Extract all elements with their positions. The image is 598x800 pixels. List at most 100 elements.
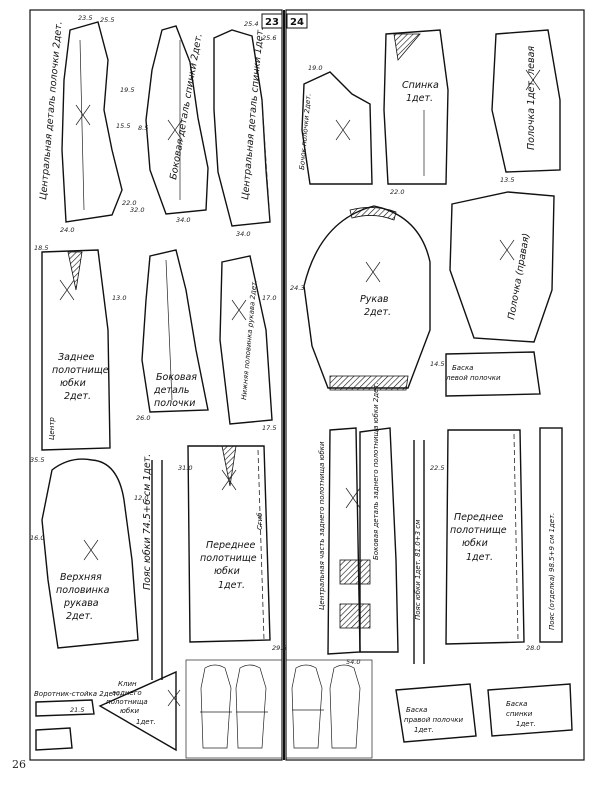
piece-skirt-belt: Пояс юбки 74.5+6 см 1дет. xyxy=(142,454,163,680)
svg-text:26.0: 26.0 xyxy=(136,414,150,422)
label-back-2: 1дет. xyxy=(406,93,433,104)
page-left-box xyxy=(261,13,283,29)
piece-center-front-bodice: Центральная деталь полочки 2дет. 23.5 25… xyxy=(38,14,136,234)
label-left-peplum-2: левой полочки xyxy=(445,374,501,382)
svg-text:Пояс юбки 1дет. 81.0+3 см: Пояс юбки 1дет. 81.0+3 см xyxy=(414,519,422,620)
svg-text:14.5: 14.5 xyxy=(430,360,444,368)
label-gore-3: полотнища xyxy=(106,698,148,706)
svg-text:19.0: 19.0 xyxy=(308,64,322,72)
label-skirt-back-3: юбки xyxy=(60,378,86,389)
piece-center-back-bodice: Центральная деталь спинки 1дет. 25.4 25.… xyxy=(213,20,276,238)
label-side-back: Боковая деталь спинки 2дет. xyxy=(168,33,205,181)
label-center-front: Центральная деталь полочки 2дет. xyxy=(38,21,65,200)
fashion-sketch-right xyxy=(285,659,373,759)
label-skirt-front-3: юбки xyxy=(214,566,240,577)
label-back-peplum-3: 1дет. xyxy=(516,720,536,728)
piece-back-gore: Клин заднего полотнища юбки 1дет. xyxy=(98,670,181,752)
svg-text:12.0: 12.0 xyxy=(134,494,148,502)
fashion-sketch-left xyxy=(185,659,283,759)
page-right-box xyxy=(286,13,308,29)
piece-right-peplum: Баска правой полочки 1дет. xyxy=(395,683,477,743)
label-side-front-1: Боковая xyxy=(156,372,197,383)
piece-side-panel: Бочок полочки 2дет. 19.0 xyxy=(298,64,373,185)
svg-text:Полочка 1дет. левая: Полочка 1дет. левая xyxy=(526,46,537,150)
svg-text:8.5: 8.5 xyxy=(138,124,148,132)
piece-collar-stand: Воротник-стойка 2дет. 21.5 xyxy=(34,690,119,751)
piece-side-back-bodice: Боковая деталь спинки 2дет. 8.5 32.0 34.… xyxy=(130,25,209,224)
label-skirt-front-4: 1дет. xyxy=(218,580,245,591)
svg-text:13.5: 13.5 xyxy=(500,176,514,184)
svg-text:22.0: 22.0 xyxy=(122,199,136,207)
label-gore-4: юбки xyxy=(120,707,139,715)
svg-text:25.5: 25.5 xyxy=(100,16,114,24)
svg-text:21.5: 21.5 xyxy=(70,706,84,714)
svg-text:17.0: 17.0 xyxy=(262,294,276,302)
label-skirt-front-2: полотнище xyxy=(200,553,257,564)
label-skirt-back-1: Заднее xyxy=(58,352,95,363)
label-sleeve-2: 2дет. xyxy=(364,307,391,318)
svg-text:22.5: 22.5 xyxy=(430,464,444,472)
label-upper-sleeve-1: Верхняя xyxy=(60,572,102,583)
svg-text:Пояс юбки 74.5+6 см 1дет.: Пояс юбки 74.5+6 см 1дет. xyxy=(142,454,153,590)
piece-skirt-back: Заднее полотнище юбки 2дет. Центр 18.5 1… xyxy=(30,244,126,464)
label-gore-2: заднего xyxy=(112,689,142,697)
label-skirt-front-1: Переднее xyxy=(206,540,255,551)
piece-upper-sleeve: Верхняя половинка рукава 2дет. 16.0 12.0 xyxy=(30,458,148,649)
label-upper-sleeve-2: половинка xyxy=(56,585,110,596)
svg-text:13.0: 13.0 xyxy=(112,294,126,302)
svg-text:Пояс (отделка) 98.5+9 см 1дет.: Пояс (отделка) 98.5+9 см 1дет. xyxy=(548,513,556,630)
svg-text:23.5: 23.5 xyxy=(78,14,92,22)
svg-text:34.0: 34.0 xyxy=(176,216,190,224)
piece-back-peplum: Баска спинки 1дет. xyxy=(487,683,573,737)
svg-text:Нижняя половинка рукава 2дет.: Нижняя половинка рукава 2дет. xyxy=(240,279,258,400)
svg-text:Центр: Центр xyxy=(48,417,56,440)
svg-text:29.5: 29.5 xyxy=(272,644,286,652)
label-gore-1: Клин xyxy=(118,680,137,688)
svg-text:22.0: 22.0 xyxy=(390,188,404,196)
label-back-1: Спинка xyxy=(402,80,439,91)
label-back-peplum-1: Баска xyxy=(506,700,527,708)
svg-text:15.5: 15.5 xyxy=(116,122,130,130)
label-front-skirt-3: юбки xyxy=(462,538,488,549)
label-upper-sleeve-4: 2дет. xyxy=(66,611,93,622)
piece-skirt-belt-2: Пояс юбки 1дет. 81.0+3 см xyxy=(413,440,425,664)
svg-text:Сгиб: Сгиб xyxy=(256,512,264,530)
label-front-skirt-4: 1дет. xyxy=(466,552,493,563)
piece-left-peplum: Баска левой полочки 14.5 xyxy=(430,351,541,397)
svg-text:25.6: 25.6 xyxy=(262,34,276,42)
label-right-peplum-1: Баска xyxy=(406,706,427,714)
svg-text:31.0: 31.0 xyxy=(178,464,192,472)
label-back-peplum-2: спинки xyxy=(506,710,533,718)
label-right-peplum-2: правой полочки xyxy=(404,716,463,724)
piece-side-front-bodice: Боковая деталь полочки 26.0 xyxy=(136,249,209,422)
label-gore-5: 1дет. xyxy=(136,718,156,726)
piece-back: Спинка 1дет. 22.0 xyxy=(383,29,449,196)
svg-text:28.0: 28.0 xyxy=(526,644,540,652)
svg-text:34.0: 34.0 xyxy=(236,230,250,238)
page-left-number: 23 xyxy=(265,17,279,28)
label-front-skirt-2: полотнище xyxy=(450,525,507,536)
piece-front-skirt-right: Переднее полотнище юбки 1дет. 22.5 28.0 xyxy=(430,429,540,652)
svg-text:17.5: 17.5 xyxy=(262,424,276,432)
svg-text:Воротник-стойка 2дет.: Воротник-стойка 2дет. xyxy=(34,690,119,698)
piece-right-front: Полочка (правая) xyxy=(449,191,555,343)
label-sleeve-1: Рукав xyxy=(360,294,389,305)
left-page-frame xyxy=(29,9,283,761)
svg-text:16.0: 16.0 xyxy=(30,534,44,542)
label-skirt-back-4: 2дет. xyxy=(64,391,91,402)
svg-text:Боковая деталь заднего полотни: Боковая деталь заднего полотнища юбки 2д… xyxy=(372,382,380,560)
piece-sleeve: Рукав 2дет. 24.3 xyxy=(290,205,431,391)
label-right-peplum-3: 1дет. xyxy=(414,726,434,734)
label-left-peplum-1: Баска xyxy=(452,364,473,372)
svg-text:18.5: 18.5 xyxy=(34,244,48,252)
svg-text:Бочок полочки 2дет.: Бочок полочки 2дет. xyxy=(298,93,313,170)
right-page-frame xyxy=(285,9,585,761)
piece-belt-trim: Пояс (отделка) 98.5+9 см 1дет. xyxy=(539,427,563,643)
svg-text:32.0: 32.0 xyxy=(130,206,144,214)
label-front-skirt-1: Переднее xyxy=(454,512,503,523)
piece-side-back-skirt: Боковая деталь заднего полотнища юбки 2д… xyxy=(339,382,399,666)
label-side-front-2: деталь xyxy=(153,385,189,396)
piece-left-front: Полочка 1дет. левая 13.5 xyxy=(491,29,561,184)
label-skirt-back-2: полотнище xyxy=(52,365,109,376)
